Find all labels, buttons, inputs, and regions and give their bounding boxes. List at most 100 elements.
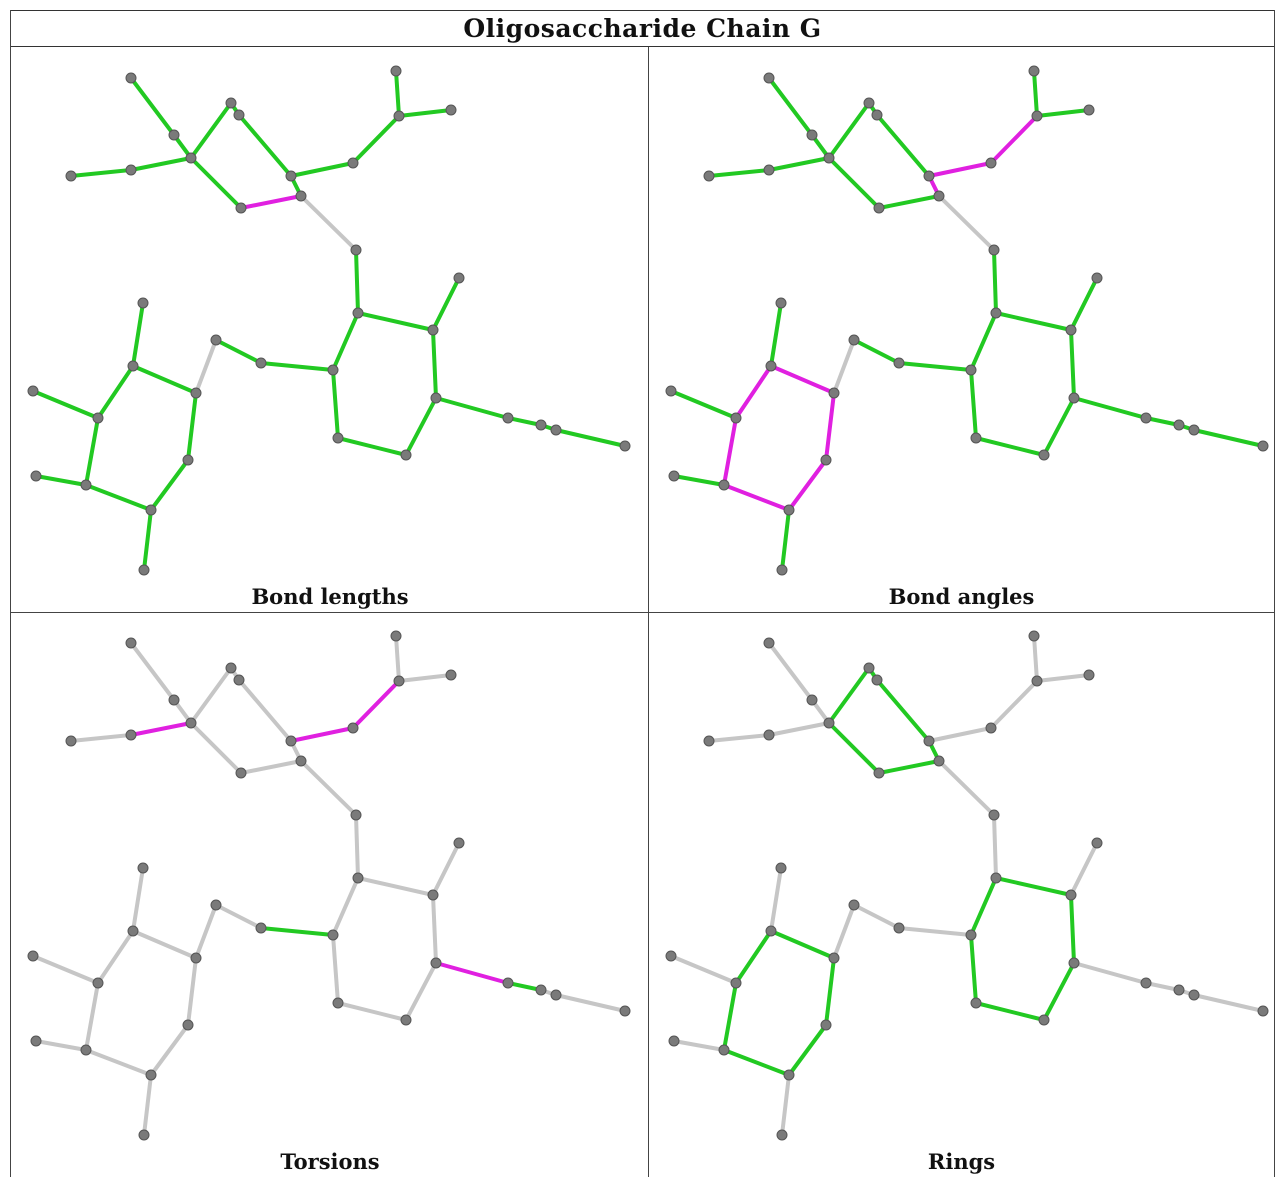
bond-a11-a12 — [989, 114, 1039, 165]
atom-a19 — [400, 1014, 412, 1026]
bond-a36-a38 — [780, 508, 791, 572]
atom-a6 — [285, 735, 297, 747]
bond-a1-a2 — [767, 641, 814, 702]
bond-a3-a4 — [189, 101, 233, 160]
atom-a4 — [225, 662, 237, 674]
atom-a2 — [168, 129, 180, 141]
bond-a23-a24 — [1144, 981, 1181, 992]
bond-a12-a14 — [1035, 673, 1091, 683]
bond-a29-a30 — [769, 929, 836, 960]
atom-a25 — [1188, 989, 1200, 1001]
bond-a32-a33 — [31, 954, 100, 985]
atom-a22 — [1091, 272, 1103, 284]
bond-a20-a21 — [1069, 328, 1076, 400]
caption-bond-angles: Bond angles — [888, 584, 1035, 609]
atom-a14 — [1083, 669, 1095, 681]
bond-a15-a16 — [354, 813, 360, 880]
bond-a20-a23 — [1072, 396, 1148, 420]
atom-a34 — [718, 479, 730, 491]
atom-a26 — [619, 1005, 631, 1017]
atom-a21 — [1065, 324, 1077, 336]
atom-a21 — [427, 889, 439, 901]
bond-a16-a17 — [331, 876, 360, 937]
bond-a20-a23 — [434, 961, 510, 985]
atom-a36 — [783, 504, 795, 516]
atom-a9 — [763, 164, 775, 176]
atom-a24 — [1173, 984, 1185, 996]
atom-a29 — [828, 952, 840, 964]
bond-a20-a21 — [431, 893, 438, 965]
bond-a12-a13 — [1032, 634, 1039, 683]
atom-a12 — [1031, 110, 1043, 122]
atom-a35 — [30, 1035, 42, 1047]
bond-a1-a2 — [129, 641, 176, 702]
atom-a1 — [763, 72, 775, 84]
panel-bond-lengths: Bond lengths — [11, 48, 649, 613]
bond-a3-a9 — [129, 721, 193, 737]
atom-a13 — [1028, 65, 1040, 77]
bond-a25-a26 — [1192, 428, 1265, 448]
atom-a19 — [1038, 1014, 1050, 1026]
atom-a32 — [730, 412, 742, 424]
atom-a12 — [393, 110, 405, 122]
bond-a25-a26 — [1192, 993, 1265, 1013]
bond-a11-a12 — [989, 679, 1039, 730]
bond-a29-a30 — [131, 929, 198, 960]
atom-a3 — [185, 152, 197, 164]
atom-a5 — [233, 109, 245, 121]
bond-a7-a15 — [937, 194, 996, 252]
bond-a12-a14 — [397, 108, 453, 118]
bond-a30-a32 — [96, 364, 135, 420]
molecule-rings — [665, 630, 1269, 1141]
bond-a12-a14 — [1035, 108, 1091, 118]
atom-a13 — [390, 65, 402, 77]
atom-a33 — [665, 950, 677, 962]
atom-a37 — [182, 454, 194, 466]
atom-a36 — [145, 1069, 157, 1081]
bond-a17-a18 — [331, 368, 340, 440]
bond-a5-a6 — [875, 678, 931, 743]
bond-a32-a34 — [722, 416, 738, 487]
bond-a3-a4 — [827, 101, 871, 160]
atom-a18 — [970, 997, 982, 1009]
bond-a27-a28 — [214, 903, 263, 930]
atom-a27 — [255, 922, 267, 934]
atom-a10 — [703, 170, 715, 182]
atom-a30 — [765, 360, 777, 372]
bond-a8-a3 — [827, 156, 881, 210]
bond-a27-a28 — [852, 903, 901, 930]
atom-a1 — [125, 72, 137, 84]
bond-a28-a29 — [194, 338, 218, 395]
bond-a34-a35 — [34, 1039, 88, 1052]
bond-a8-a3 — [189, 721, 243, 775]
bond-a32-a34 — [84, 416, 100, 487]
atom-a17 — [327, 929, 339, 941]
atom-a25 — [550, 424, 562, 436]
atom-a3 — [823, 717, 835, 729]
bond-a21-a16 — [356, 311, 435, 332]
bond-a7-a8 — [877, 194, 941, 210]
atom-a8 — [873, 202, 885, 214]
bond-a5-a6 — [237, 113, 293, 178]
bond-a29-a30 — [769, 364, 836, 395]
bond-a6-a11 — [289, 726, 355, 743]
bond-a7-a15 — [299, 759, 358, 817]
atom-a26 — [1257, 1005, 1269, 1017]
atom-a28 — [848, 899, 860, 911]
title-bar: Oligosaccharide Chain G — [10, 10, 1275, 47]
atom-a15 — [350, 244, 362, 256]
atom-a27 — [255, 357, 267, 369]
bond-a7-a8 — [877, 759, 941, 775]
bond-a32-a34 — [84, 981, 100, 1052]
atom-a34 — [80, 1044, 92, 1056]
atom-a6 — [285, 170, 297, 182]
bond-a18-a19 — [336, 436, 408, 457]
bond-a15-a16 — [992, 813, 998, 880]
atom-a11 — [347, 722, 359, 734]
bond-a12-a13 — [394, 69, 401, 118]
atom-a7 — [933, 190, 945, 202]
bond-a12-a13 — [394, 634, 401, 683]
bond-a37-a29 — [824, 391, 836, 462]
atom-a38 — [138, 564, 150, 576]
atom-a37 — [182, 1019, 194, 1031]
